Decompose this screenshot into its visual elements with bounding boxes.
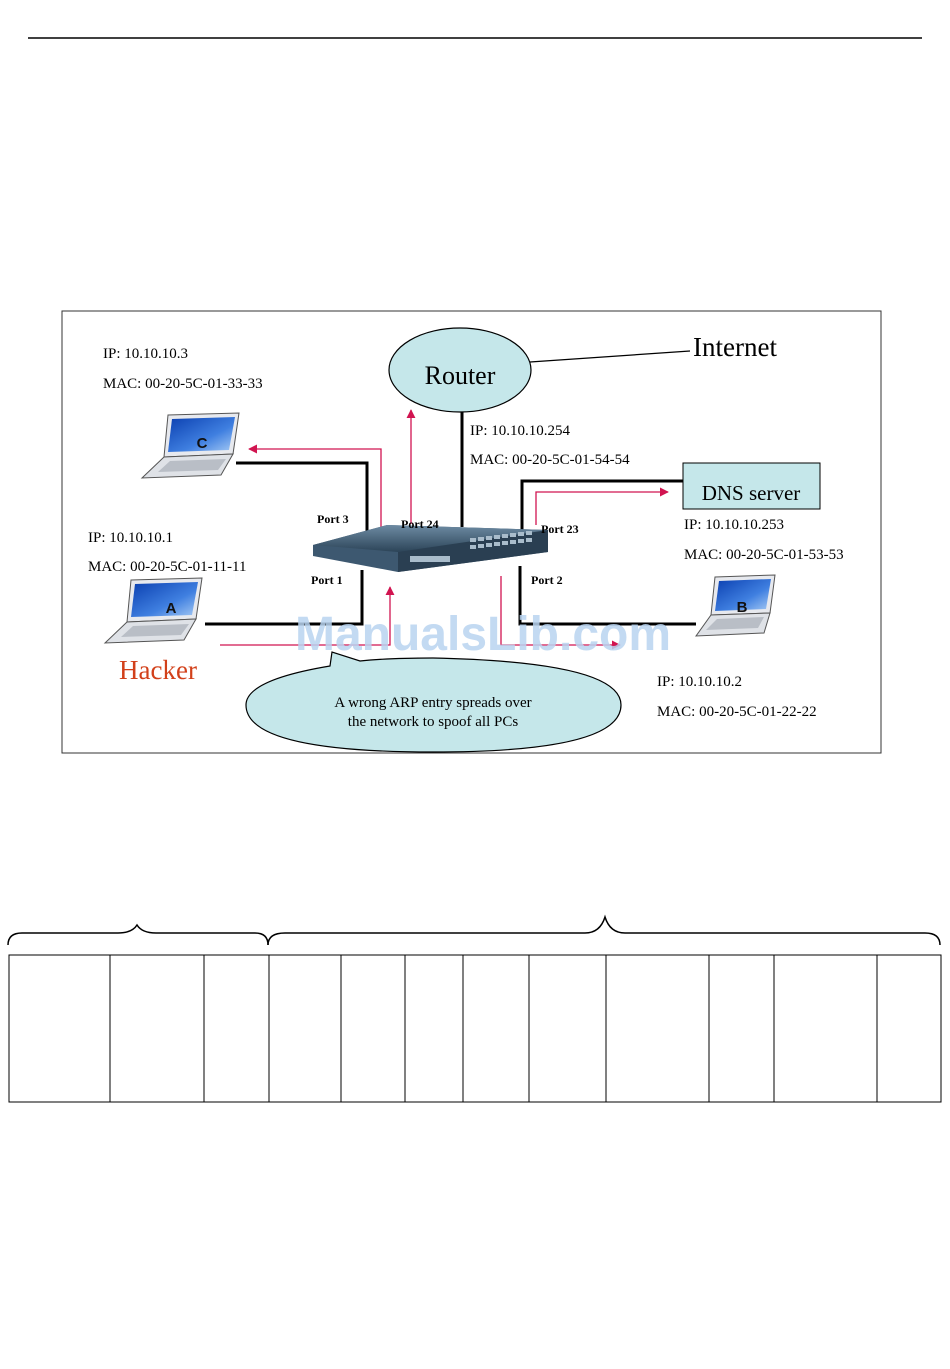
link-dns xyxy=(520,479,685,537)
callout-bubble xyxy=(245,651,622,753)
router-ellipse xyxy=(388,327,532,413)
laptop-c: C xyxy=(140,412,240,479)
brace-right xyxy=(267,914,941,946)
dns-server-label: DNS server xyxy=(702,481,801,505)
callout-line-2: the network to spoof all PCs xyxy=(348,714,519,730)
arrow-to-pc-b xyxy=(500,576,621,650)
link-internet xyxy=(529,350,691,363)
dns-ip: IP: 10.10.10.253 xyxy=(684,517,784,533)
pc-b-mac: MAC: 00-20-5C-01-22-22 xyxy=(657,704,817,720)
link-pc-b xyxy=(518,566,696,626)
laptop-a-letter: A xyxy=(166,600,177,617)
brace-left xyxy=(7,923,269,946)
pc-c-ip: IP: 10.10.10.3 xyxy=(103,346,188,362)
watermark: ManualsLib.com xyxy=(295,608,671,661)
dns-mac: MAC: 00-20-5C-01-53-53 xyxy=(684,547,844,563)
port-1-label: Port 1 xyxy=(311,573,343,587)
network-links xyxy=(205,412,696,626)
arrow-to-pc-c xyxy=(248,444,382,538)
port-23-label: Port 23 xyxy=(541,522,579,536)
dns-server-box xyxy=(682,462,821,510)
laptop-b-letter: B xyxy=(737,599,748,616)
spoof-arrows xyxy=(220,409,669,650)
pc-c-mac: MAC: 00-20-5C-01-33-33 xyxy=(103,376,263,392)
hacker-label: Hacker xyxy=(119,655,197,685)
port-3-label: Port 3 xyxy=(317,512,349,526)
laptop-b: B xyxy=(694,574,776,637)
switch-device xyxy=(313,525,548,572)
port-2-label: Port 2 xyxy=(531,573,563,587)
internet-label: Internet xyxy=(693,332,777,362)
router-mac: MAC: 00-20-5C-01-54-54 xyxy=(470,452,630,468)
pc-b-ip: IP: 10.10.10.2 xyxy=(657,674,742,690)
link-pc-a xyxy=(205,570,364,626)
packet-table xyxy=(8,954,942,1103)
arrow-from-hacker xyxy=(220,586,395,646)
arrow-to-dns xyxy=(535,487,669,525)
pc-a-ip: IP: 10.10.10.1 xyxy=(88,530,173,546)
router-label: Router xyxy=(425,361,496,390)
packet-table-border xyxy=(8,954,942,1103)
link-pc-c xyxy=(236,461,369,537)
laptop-a: A xyxy=(103,577,203,644)
pc-a-mac: MAC: 00-20-5C-01-11-11 xyxy=(88,559,246,575)
port-24-label: Port 24 xyxy=(401,517,439,531)
callout-line-1: A wrong ARP entry spreads over xyxy=(334,695,531,711)
router-ip: IP: 10.10.10.254 xyxy=(470,423,571,439)
laptop-c-letter: C xyxy=(197,435,208,452)
